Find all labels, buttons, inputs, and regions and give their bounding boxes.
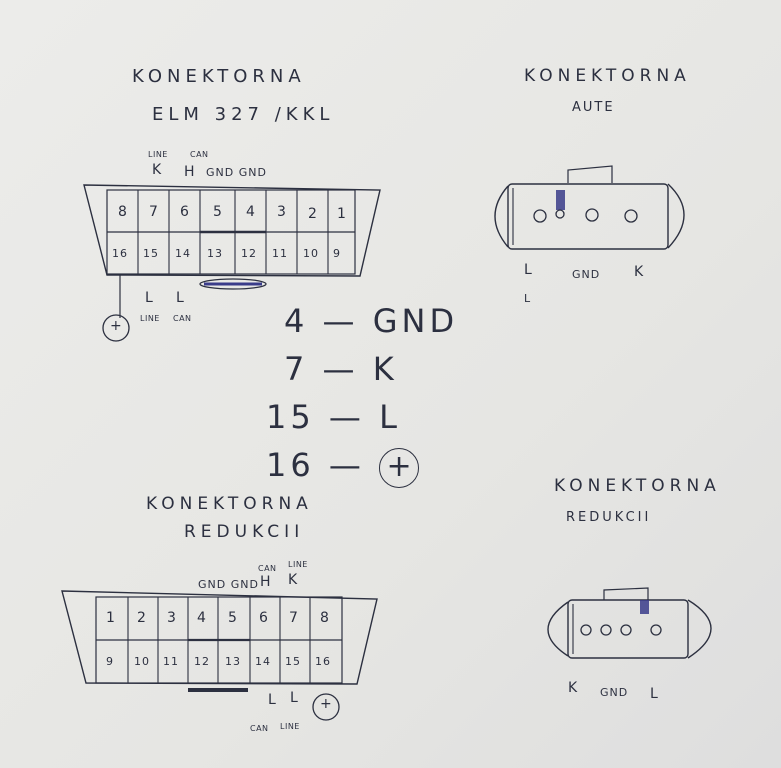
elm-bottom-can: CAN [173, 314, 192, 323]
reduction-round-title-line2: REDUKCII [566, 510, 652, 525]
reduction-obd-bottom-l1: L [268, 692, 277, 708]
mapping-target-3: L [379, 398, 401, 436]
reduction-obd-top-k: K [288, 572, 299, 588]
reduction-obd-pin-top-1: 1 [106, 610, 116, 626]
elm-pin-bottom-3: 14 [175, 247, 191, 260]
elm-top-label-line: LINE [148, 150, 168, 159]
mapping-pin-2: 7 [284, 350, 309, 388]
elm-pin-bottom-8: 9 [333, 247, 341, 260]
elm-bottom-l2: L [176, 290, 185, 306]
elm-pin-top-6: 3 [277, 204, 287, 220]
reduction-obd-pin-top-2: 2 [137, 610, 147, 626]
auto-label-l2: L [524, 292, 532, 305]
reduction-obd-pin-top-7: 7 [289, 610, 299, 626]
reduction-obd-title-line2: REDUKCII [184, 522, 305, 542]
reduction-round-label-gnd: GND [600, 686, 629, 699]
reduction-obd-top-gnd: GND GND [198, 578, 259, 591]
elm-pin-top-4: 5 [213, 204, 223, 220]
reduction-obd-bottom-can: CAN [250, 724, 269, 733]
elm-plus-icon: + [110, 318, 122, 334]
reduction-obd-title-line1: KONEKTORNA [146, 494, 313, 514]
reduction-obd-pin-top-4: 4 [197, 610, 207, 626]
elm-pin-top-8: 1 [337, 206, 347, 222]
elm-bottom-line: LINE [140, 314, 160, 323]
elm-title-line1: KONEKTORNA [132, 66, 306, 87]
elm-pin-top-1: 8 [118, 204, 128, 220]
reduction-obd-pin-bottom-3: 11 [163, 655, 179, 668]
reduction-round-label-k: K [568, 680, 579, 696]
elm-pin-top-5: 4 [246, 204, 256, 220]
elm-top-label-can: CAN [190, 150, 209, 159]
reduction-obd-pin-top-8: 8 [320, 610, 330, 626]
mapping-dash-2: — [322, 350, 359, 388]
mapping-row-4: 16 — + [266, 446, 420, 488]
elm-pin-top-7: 2 [308, 206, 318, 222]
mapping-row-2: 7 — K [284, 350, 398, 388]
mapping-pin-3: 15 [266, 398, 315, 436]
reduction-obd-top-line: LINE [288, 560, 308, 569]
reduction-obd-pin-top-3: 3 [167, 610, 177, 626]
reduction-obd-pin-bottom-5: 13 [225, 655, 241, 668]
elm-pin-bottom-5: 12 [241, 247, 257, 260]
mapping-dash-1: — [322, 302, 359, 340]
elm-title-line2: ELM 327 /KKL [152, 104, 335, 125]
elm-pin-bottom-6: 11 [272, 247, 288, 260]
reduction-obd-pin-bottom-7: 15 [285, 655, 301, 668]
auto-label-k: K [634, 264, 645, 280]
mapping-dash-3: — [328, 398, 365, 436]
reduction-round-title-line1: KONEKTORNA [554, 476, 721, 496]
reduction-obd-pin-top-6: 6 [259, 610, 269, 626]
mapping-target-1: GND [372, 302, 459, 340]
reduction-obd-plus-icon: + [320, 696, 332, 712]
auto-label-gnd: GND [572, 268, 601, 281]
elm-pin-bottom-4: 13 [207, 247, 223, 260]
reduction-obd-pin-top-5: 5 [228, 610, 238, 626]
auto-label-l: L [524, 262, 533, 278]
reduction-obd-pin-bottom-2: 10 [134, 655, 150, 668]
reduction-obd-pin-bottom-8: 16 [315, 655, 331, 668]
elm-pin-top-3: 6 [180, 204, 190, 220]
elm-pin-top-2: 7 [149, 204, 159, 220]
mapping-row-1: 4 — GND [284, 302, 458, 340]
reduction-round-label-l: L [650, 686, 659, 702]
mapping-pin-1: 4 [284, 302, 309, 340]
elm-pin-bottom-1: 16 [112, 247, 128, 260]
reduction-obd-pin-bottom-1: 9 [106, 655, 114, 668]
elm-bottom-l1: L [145, 290, 154, 306]
reduction-obd-top-h: H [260, 574, 272, 590]
reduction-obd-bottom-l2: L [290, 690, 299, 706]
elm-pin-bottom-2: 15 [143, 247, 159, 260]
mapping-row-3: 15 — L [266, 398, 401, 436]
mapping-target-4: + [379, 448, 420, 488]
elm-top-pin-gnd: GND GND [206, 166, 267, 179]
elm-pin-bottom-7: 10 [303, 247, 319, 260]
auto-title-line2: AUTE [572, 100, 615, 115]
auto-title-line1: KONEKTORNA [524, 66, 691, 86]
mapping-target-2: K [372, 350, 398, 388]
mapping-pin-4: 16 [266, 446, 315, 484]
reduction-obd-bottom-line: LINE [280, 722, 300, 731]
elm-top-pin-h: H [184, 164, 196, 180]
mapping-dash-4: — [328, 446, 365, 484]
reduction-obd-pin-bottom-6: 14 [255, 655, 271, 668]
reduction-obd-top-can: CAN [258, 564, 277, 573]
reduction-obd-pin-bottom-4: 12 [194, 655, 210, 668]
elm-top-pin-k: K [152, 162, 163, 178]
